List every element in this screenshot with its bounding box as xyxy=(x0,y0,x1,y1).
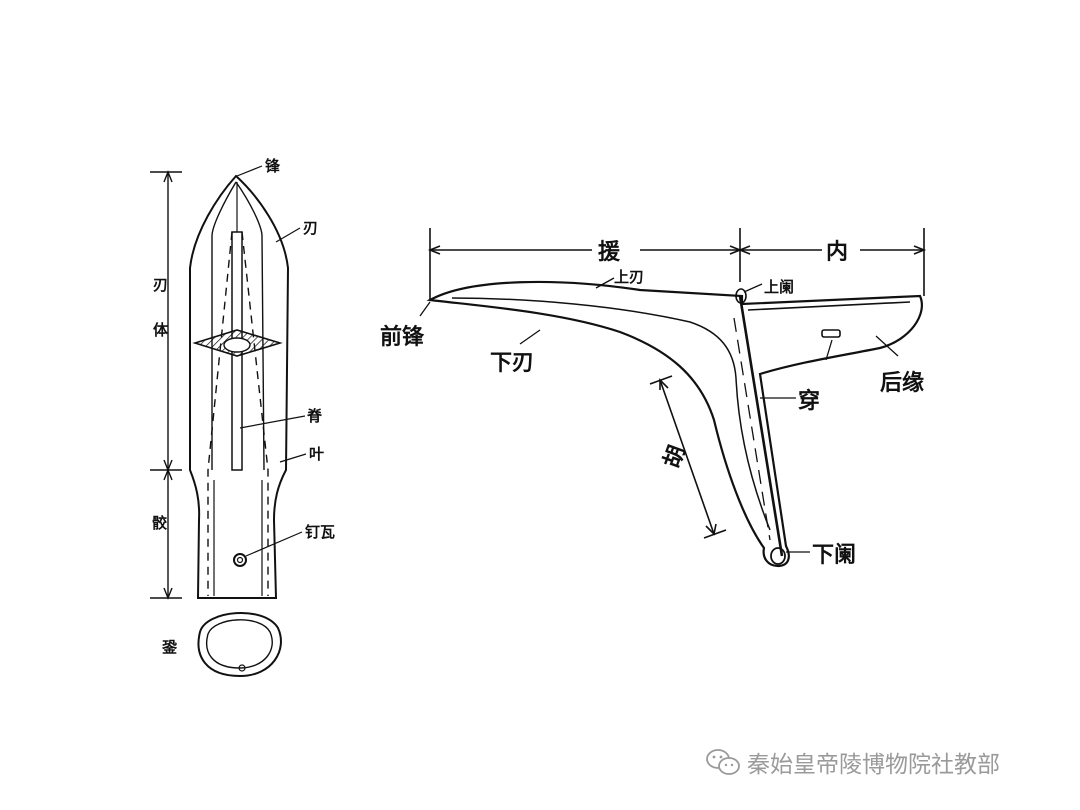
section-hollow xyxy=(223,337,251,353)
label-front-tip: 前锋 xyxy=(380,324,425,350)
spear-dimension-lines xyxy=(150,170,182,600)
label-socket-mouth: 銎 xyxy=(161,638,178,656)
label-tip: 锋 xyxy=(265,157,281,175)
label-yuan: 援 xyxy=(598,240,621,265)
socket-mouth-ring xyxy=(197,611,282,678)
blade-inner-line xyxy=(211,181,265,471)
label-socket: 骹 xyxy=(152,514,168,532)
ge-dimension-lines xyxy=(427,228,927,539)
wechat-icon xyxy=(706,749,740,775)
shaft-inner-line xyxy=(213,480,263,596)
spine-ridge xyxy=(231,231,243,471)
label-rear-edge: 后缘 xyxy=(880,371,924,396)
watermark-text: 秦始皇帝陵博物院社教部 xyxy=(747,752,1000,778)
lan-post-inner xyxy=(733,317,771,541)
socket-dashed-line xyxy=(207,231,269,596)
label-chuan: 穿 xyxy=(798,388,820,414)
ge-outline xyxy=(426,280,923,568)
label-upper-lan: 上阑 xyxy=(764,278,794,296)
ge-drawing xyxy=(426,280,923,568)
label-nail-hole: 钉瓦 xyxy=(305,523,335,541)
label-upper-blade: 上刃 xyxy=(614,268,644,286)
spearhead-outline xyxy=(189,174,290,599)
ge-inner-ridge xyxy=(451,297,771,531)
label-lower-lan: 下阑 xyxy=(812,542,856,568)
label-spine: 脊 xyxy=(306,407,323,425)
label-blade: 刃 xyxy=(303,219,318,237)
label-blade-body-2: 体 xyxy=(153,321,169,339)
lan-post xyxy=(738,295,784,557)
label-blade-body-1: 刃 xyxy=(153,276,168,294)
label-nei: 内 xyxy=(826,240,848,265)
chuan-slot xyxy=(821,329,841,338)
label-hu: 胡 xyxy=(660,442,691,471)
nei-tang xyxy=(747,301,911,311)
spear-leader-lines xyxy=(236,165,307,557)
spearhead-drawing xyxy=(189,174,290,678)
label-leaf: 叶 xyxy=(309,445,324,463)
ge-leader-lines xyxy=(419,277,899,553)
label-lower-blade: 下刃 xyxy=(490,351,534,376)
watermark: 秦始皇帝陵博物院社教部 xyxy=(705,745,1000,779)
nail-hole xyxy=(233,553,247,567)
